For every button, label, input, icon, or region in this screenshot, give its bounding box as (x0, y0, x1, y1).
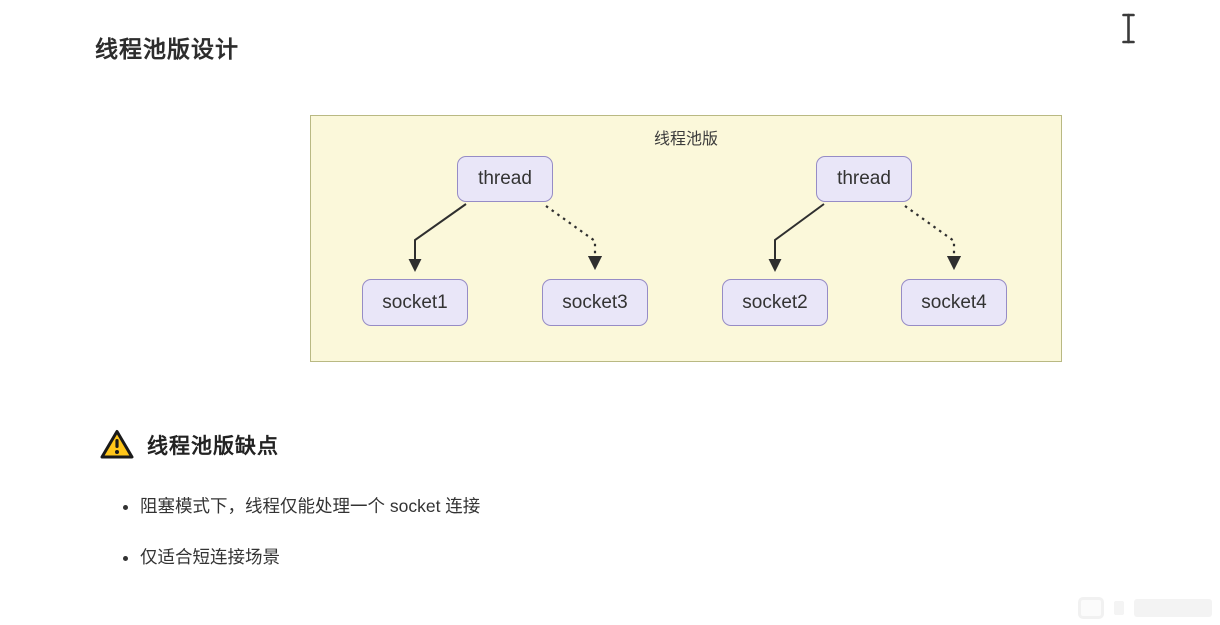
thread-pool-diagram: 线程池版 thread thread socket1 socket3 socke… (310, 115, 1062, 362)
watermark-logo (1078, 597, 1104, 619)
diagram-edges (408, 203, 962, 272)
edge-thread2-socket2 (768, 203, 825, 272)
diagram-title: 线程池版 (653, 131, 718, 148)
drawback-list: 阻塞模式下，线程仅能处理一个 socket 连接 仅适合短连接场景 (140, 494, 480, 596)
node-socket1: socket1 (362, 279, 468, 326)
node-socket4: socket4 (901, 279, 1007, 326)
text-cursor-ibeam (1122, 13, 1135, 44)
edge-thread2-socket4 (904, 205, 962, 271)
watermark-text-blur (1134, 599, 1212, 617)
watermark (1078, 597, 1212, 619)
node-thread-1: thread (457, 156, 553, 202)
node-socket3: socket3 (542, 279, 648, 326)
warning-triangle-icon (100, 430, 134, 459)
drawback-item-2: 仅适合短连接场景 (140, 545, 480, 569)
page-title: 线程池版设计 (95, 36, 239, 62)
drawback-item-1: 阻塞模式下，线程仅能处理一个 socket 连接 (140, 494, 480, 518)
warning-heading-row: 线程池版缺点 (99, 428, 279, 461)
watermark-mark (1114, 601, 1124, 615)
node-thread-2: thread (816, 156, 912, 202)
edge-thread1-socket1 (408, 203, 467, 272)
warning-heading: 线程池版缺点 (147, 434, 279, 458)
edge-thread1-socket3 (545, 205, 603, 271)
node-socket2: socket2 (722, 279, 828, 326)
